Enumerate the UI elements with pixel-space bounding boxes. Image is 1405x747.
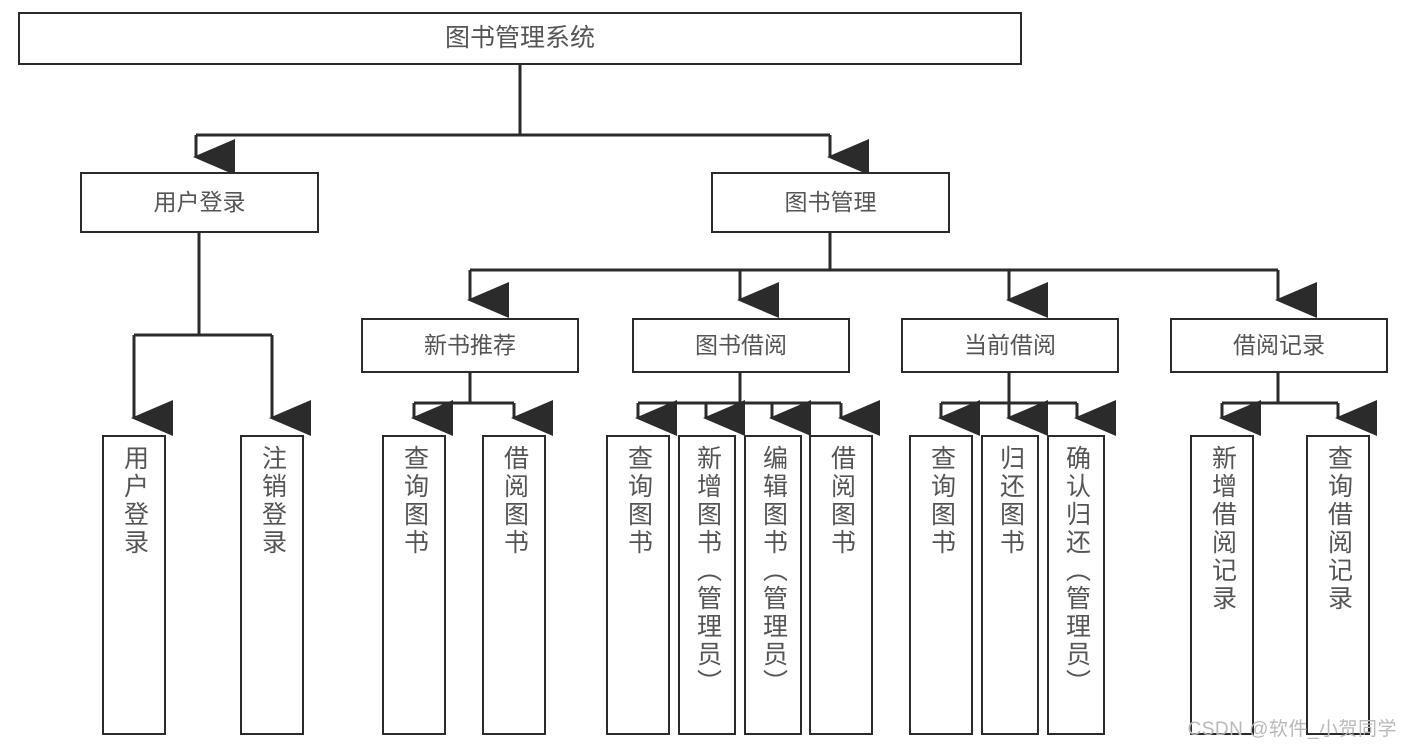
node-new-book-recommend[interactable]: 新书推荐	[361, 318, 579, 373]
leaf-add-borrow-record[interactable]: 新增借阅记录	[1190, 435, 1254, 735]
leaf-add-book-admin-label: 新增图书（管理员）	[693, 445, 722, 697]
leaf-borrow-book-newbook-label: 借阅图书	[500, 445, 529, 557]
leaf-borrow-book[interactable]: 借阅图书	[809, 435, 873, 735]
leaf-query-book-newbook[interactable]: 查询图书	[382, 435, 446, 735]
leaf-query-borrow-record[interactable]: 查询借阅记录	[1306, 435, 1370, 735]
node-root-label: 图书管理系统	[444, 24, 595, 52]
node-current-borrow-label: 当前借阅	[964, 332, 1056, 358]
leaf-borrow-book-label: 借阅图书	[827, 445, 856, 557]
leaf-borrow-book-newbook[interactable]: 借阅图书	[482, 435, 546, 735]
node-new-book-recommend-label: 新书推荐	[424, 332, 516, 358]
csdn-watermark: CSDN @软件_小贺同学	[1187, 719, 1397, 740]
leaf-return-book[interactable]: 归还图书	[981, 435, 1039, 735]
leaf-query-book-current[interactable]: 查询图书	[909, 435, 973, 735]
node-book-management[interactable]: 图书管理	[711, 172, 950, 233]
node-book-borrow[interactable]: 图书借阅	[632, 318, 850, 373]
leaf-confirm-return-admin[interactable]: 确认归还（管理员）	[1047, 435, 1105, 735]
leaf-logout-label: 注销登录	[258, 445, 287, 557]
leaf-return-book-label: 归还图书	[996, 445, 1025, 557]
leaf-logout[interactable]: 注销登录	[240, 435, 304, 735]
node-borrow-records[interactable]: 借阅记录	[1170, 318, 1388, 373]
node-current-borrow[interactable]: 当前借阅	[901, 318, 1119, 373]
leaf-query-book-current-label: 查询图书	[927, 445, 956, 557]
leaf-query-book-borrow-label: 查询图书	[624, 445, 653, 557]
leaf-user-login-label: 用户登录	[120, 445, 149, 557]
leaf-edit-book-admin[interactable]: 编辑图书（管理员）	[744, 435, 802, 735]
node-borrow-records-label: 借阅记录	[1233, 332, 1325, 358]
leaf-add-borrow-record-label: 新增借阅记录	[1208, 445, 1237, 613]
leaf-confirm-return-admin-label: 确认归还（管理员）	[1062, 445, 1091, 697]
node-book-management-label: 图书管理	[784, 189, 877, 215]
leaf-query-book-borrow[interactable]: 查询图书	[606, 435, 670, 735]
leaf-query-book-newbook-label: 查询图书	[400, 445, 429, 557]
leaf-add-book-admin[interactable]: 新增图书（管理员）	[678, 435, 736, 735]
node-user-login[interactable]: 用户登录	[80, 172, 319, 233]
node-book-borrow-label: 图书借阅	[695, 332, 787, 358]
node-user-login-label: 用户登录	[153, 189, 246, 215]
leaf-edit-book-admin-label: 编辑图书（管理员）	[759, 445, 788, 697]
leaf-query-borrow-record-label: 查询借阅记录	[1324, 445, 1353, 613]
leaf-user-login[interactable]: 用户登录	[102, 435, 166, 735]
node-root[interactable]: 图书管理系统	[18, 12, 1022, 65]
